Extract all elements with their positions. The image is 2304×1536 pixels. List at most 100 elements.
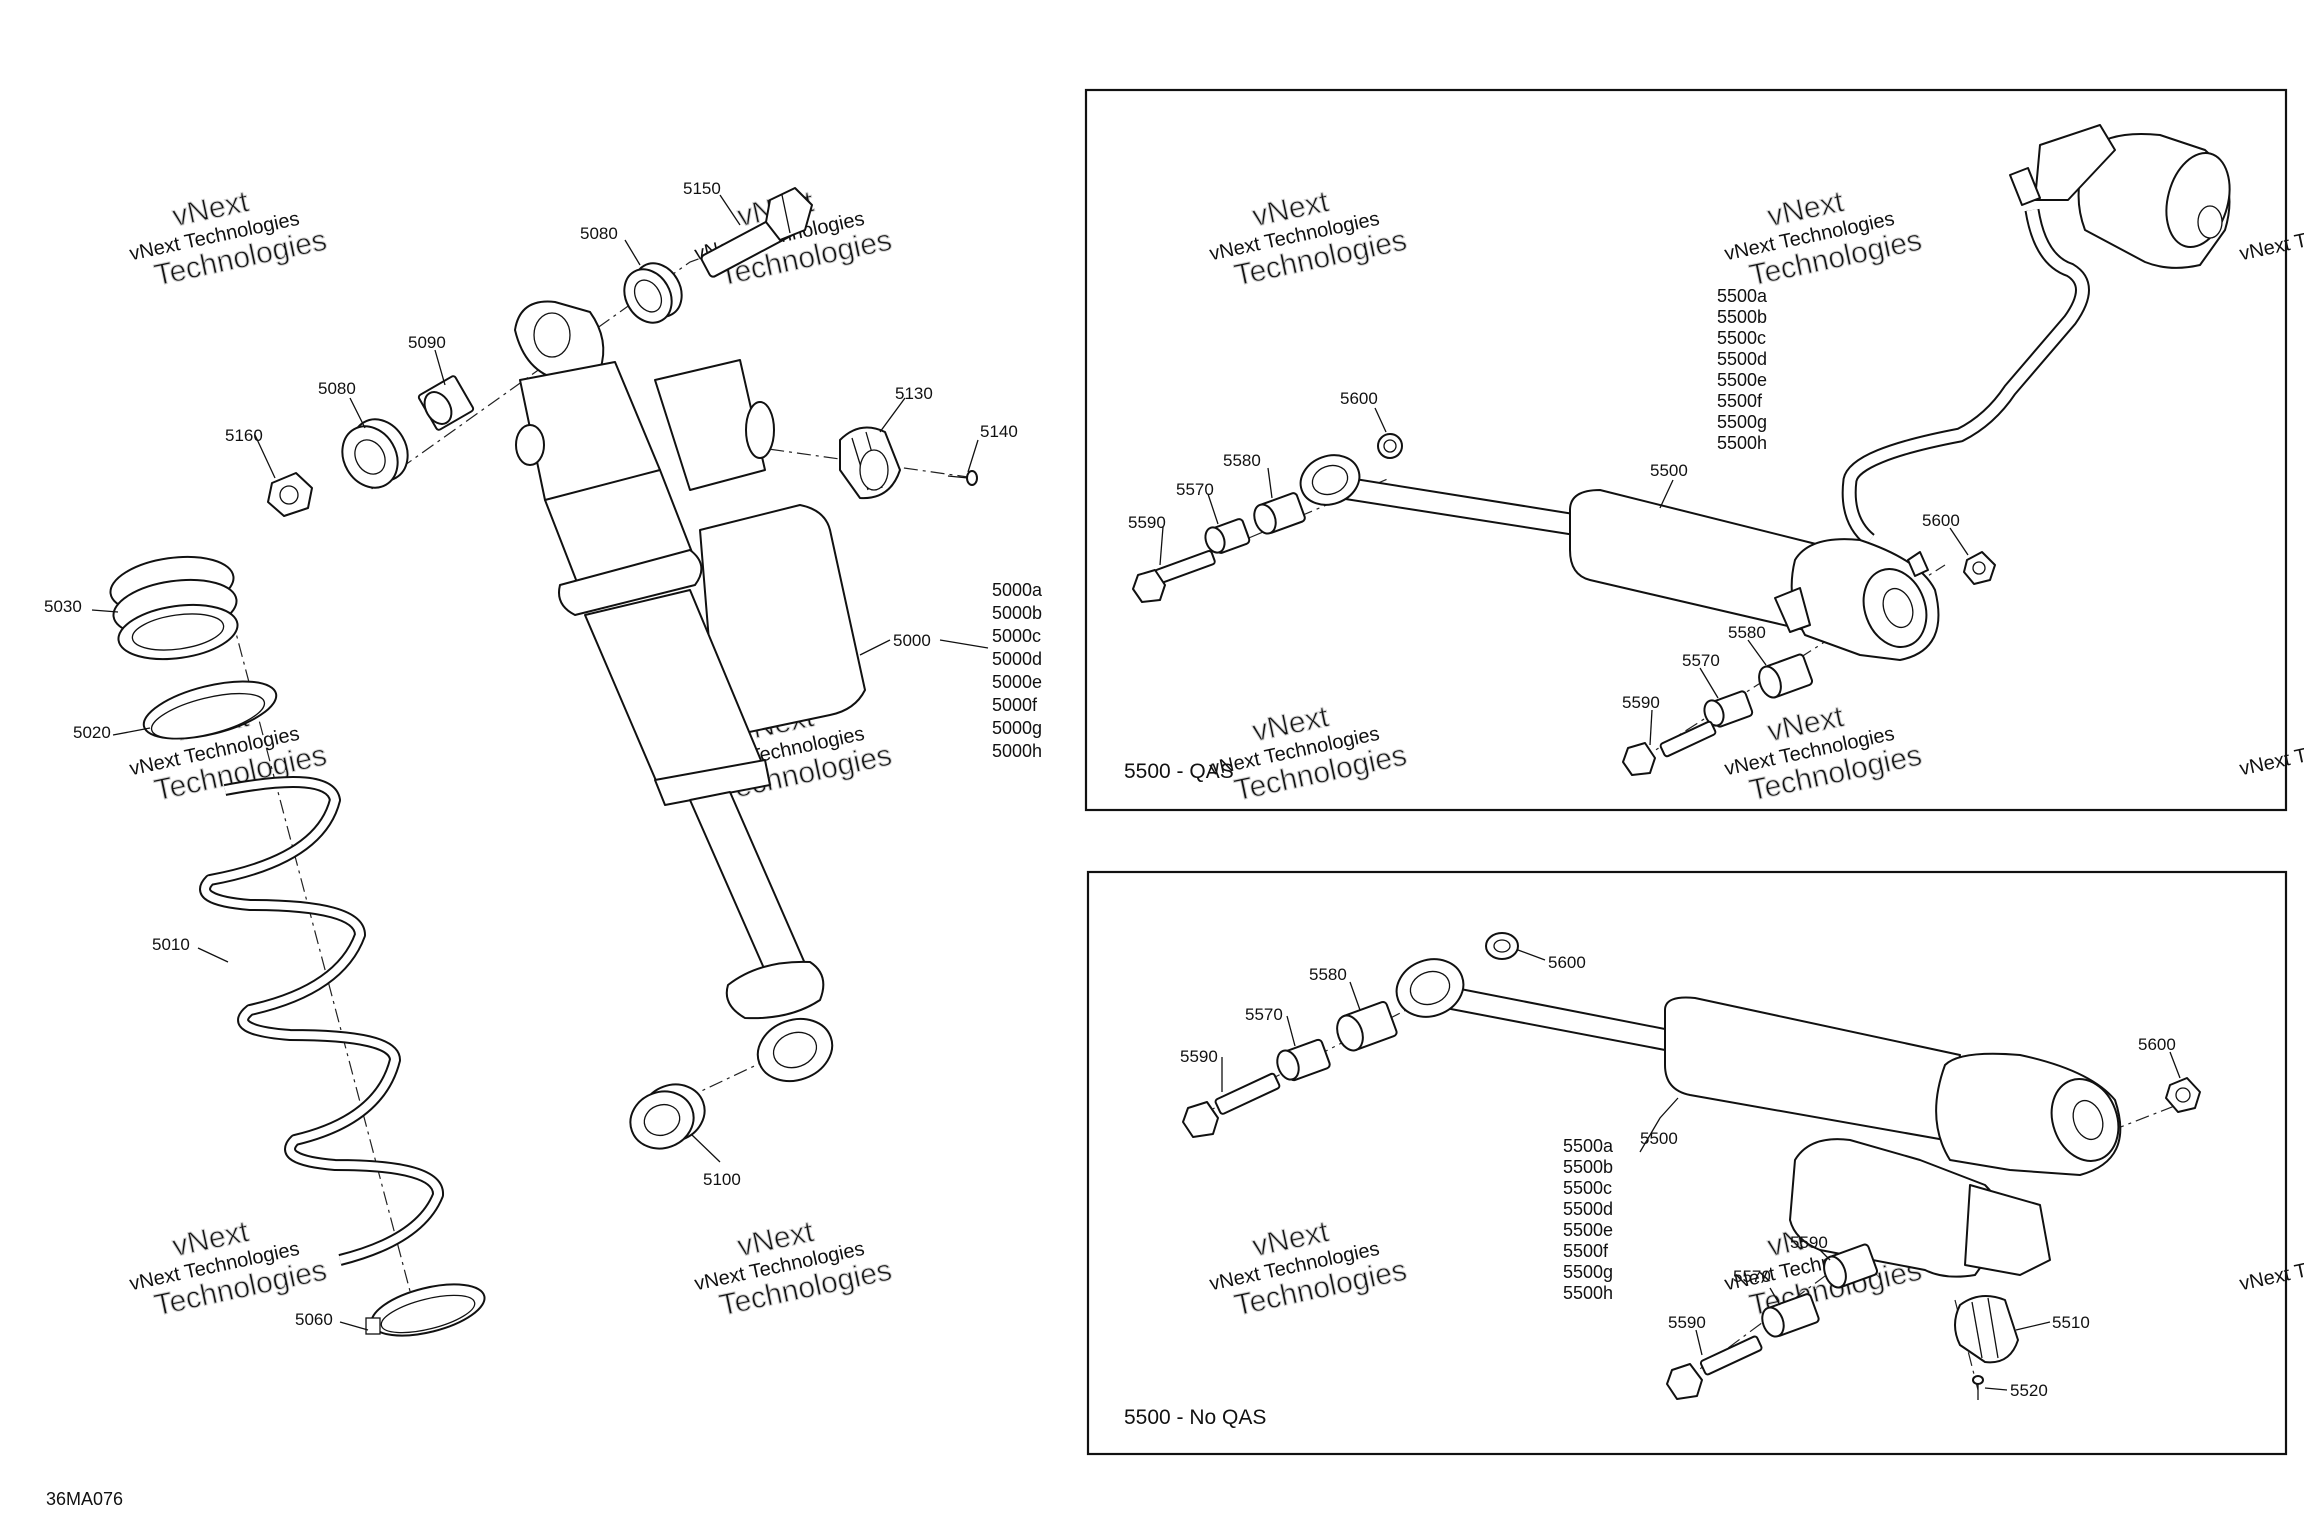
variant-label: 5500a xyxy=(1563,1136,1614,1156)
watermark-text: vNext Technologies xyxy=(2238,723,2304,781)
callout-5100: 5100 xyxy=(703,1170,741,1189)
callout-5140: 5140 xyxy=(980,422,1018,441)
callout-5500: 5500 xyxy=(1650,461,1688,480)
variant-label: 5000a xyxy=(992,580,1043,600)
variant-label: 5500g xyxy=(1717,412,1767,432)
bushing-5100 xyxy=(629,1083,706,1150)
variant-label: 5500e xyxy=(1717,370,1767,390)
qas-bushing-5600-top xyxy=(1377,433,1403,459)
variant-label: 5500d xyxy=(1563,1199,1613,1219)
variant-label: 5500h xyxy=(1563,1283,1613,1303)
callout-5520: 5520 xyxy=(2010,1381,2048,1400)
variant-label: 5500d xyxy=(1717,349,1767,369)
leader-line xyxy=(1374,407,1387,433)
variant-label: 5500f xyxy=(1717,391,1763,411)
leader-line xyxy=(1286,1015,1296,1047)
variant-label: 5500b xyxy=(1563,1157,1613,1177)
variant-label: 5500h xyxy=(1717,433,1767,453)
leader-line xyxy=(1207,493,1219,525)
callout-5000: 5000 xyxy=(893,631,931,650)
callout-5020: 5020 xyxy=(73,723,111,742)
callout-5570: 5570 xyxy=(1733,1267,1771,1286)
leader-line xyxy=(967,439,979,473)
variant-label: 5500f xyxy=(1563,1241,1609,1261)
noqas-adjuster-knob-5510 xyxy=(1954,1295,2019,1364)
callout-5010: 5010 xyxy=(152,935,190,954)
variant-label: 5500c xyxy=(1563,1178,1612,1198)
leader-line xyxy=(1695,1329,1703,1356)
leader-line xyxy=(2015,1321,2051,1331)
leader-line xyxy=(1984,1387,2008,1391)
clip-5060 xyxy=(365,1283,486,1337)
leader-line xyxy=(1819,1249,1831,1261)
qas-reservoir xyxy=(2009,124,2231,269)
leader-line xyxy=(1349,981,1361,1011)
callout-5500: 5500 xyxy=(1640,1129,1678,1148)
qas-spacer-5570-right xyxy=(1703,690,1754,728)
leader-line xyxy=(879,397,906,433)
leader-line xyxy=(254,434,276,479)
callout-5590: 5590 xyxy=(1180,1047,1218,1066)
adjuster-knob-5130 xyxy=(839,426,901,500)
noqas-sleeve-5590-lower xyxy=(1823,1243,1879,1289)
panel-no-qas-title: 5500 - No QAS xyxy=(1124,1406,1266,1429)
noqas-shock-body-5500 xyxy=(1395,958,2122,1278)
callout-5590: 5590 xyxy=(1668,1313,1706,1332)
leader-line xyxy=(939,639,989,649)
bushing-5080-left xyxy=(341,418,409,489)
variant-label: 5500g xyxy=(1563,1262,1613,1282)
callout-5580: 5580 xyxy=(1309,965,1347,984)
leader-line xyxy=(1747,639,1767,666)
document-id: 36MA076 xyxy=(46,1489,123,1509)
spring-axis xyxy=(217,564,416,1311)
ring-5020 xyxy=(142,680,278,740)
noqas-bushing-5600-top xyxy=(1485,932,1519,960)
callout-5590: 5590 xyxy=(1622,693,1660,712)
callout-5580: 5580 xyxy=(1728,623,1766,642)
leader-line xyxy=(1639,1097,1679,1153)
leader-line xyxy=(691,1134,721,1163)
leader-line xyxy=(1159,526,1164,566)
bolt-5150 xyxy=(700,187,813,278)
noqas-bolt-5590-lower xyxy=(1666,1335,1763,1400)
coil-spring-5010 xyxy=(199,776,444,1266)
leader-line xyxy=(434,349,446,386)
variant-list-5500-qas: 5500a 5500b 5500c 5500d 5500e 5500f 5500… xyxy=(1717,286,1768,453)
leader-line xyxy=(1649,709,1653,746)
leader-line xyxy=(197,947,229,963)
callout-5580: 5580 xyxy=(1223,451,1261,470)
callout-5570: 5570 xyxy=(1682,651,1720,670)
variant-label: 5000e xyxy=(992,672,1042,692)
variant-label: 5000h xyxy=(992,741,1042,761)
callout-5570: 5570 xyxy=(1245,1005,1283,1024)
callout-5600: 5600 xyxy=(1922,511,1960,530)
variant-list-5500-no-qas: 5500a 5500b 5500c 5500d 5500e 5500f 5500… xyxy=(1563,1136,1614,1303)
callout-5080: 5080 xyxy=(580,224,618,243)
variant-label: 5000f xyxy=(992,695,1038,715)
leader-line xyxy=(719,194,741,226)
callout-5600: 5600 xyxy=(2138,1035,2176,1054)
qas-bushing-5600-right xyxy=(1963,551,1996,585)
watermark-text: vNext Technologies xyxy=(2238,1238,2304,1296)
panel-no-qas: 5600 5580 5570 5590 5500 5600 5590 5570 … xyxy=(1086,870,2288,1456)
callout-5030: 5030 xyxy=(44,597,82,616)
panel-qas-frame xyxy=(1084,88,2288,812)
nut-5160 xyxy=(267,472,313,517)
qas-shock-body-5500 xyxy=(1299,454,1940,661)
leader-line xyxy=(1699,667,1719,699)
panel-qas-title: 5500 - QAS xyxy=(1124,760,1234,783)
noqas-bushing-5600-right xyxy=(2165,1077,2201,1113)
leader-line xyxy=(1949,527,1969,556)
leader-line xyxy=(2169,1051,2181,1079)
leader-line xyxy=(1267,467,1273,499)
leader-line xyxy=(1659,479,1674,509)
noqas-sleeve-5580 xyxy=(1336,1001,1398,1052)
qas-sleeve-5580-right xyxy=(1758,653,1814,699)
leader-line xyxy=(339,1321,369,1331)
leader-line xyxy=(1769,1287,1781,1306)
variant-label: 5500c xyxy=(1717,328,1766,348)
callout-5590: 5590 xyxy=(1790,1233,1828,1252)
callout-5160: 5160 xyxy=(225,426,263,445)
variant-label: 5500e xyxy=(1563,1220,1613,1240)
